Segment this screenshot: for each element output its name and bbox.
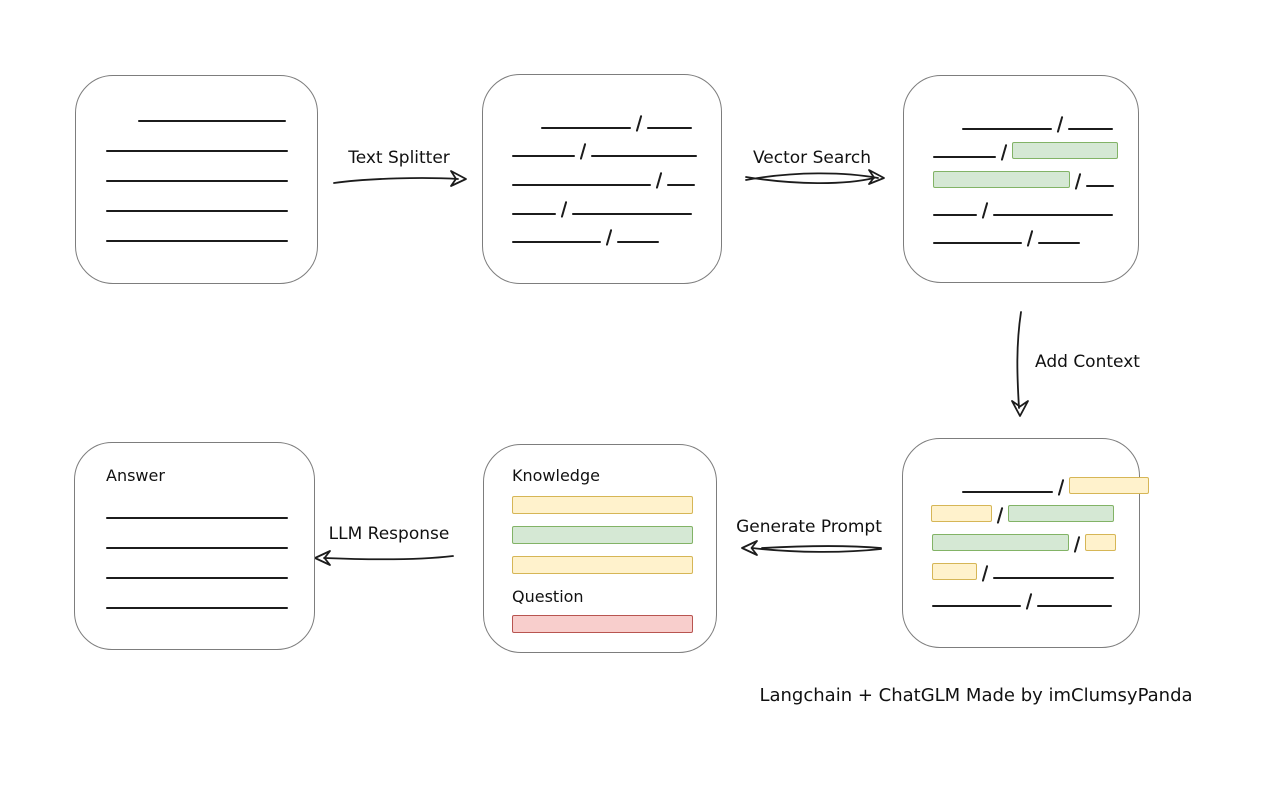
text-line <box>933 213 977 216</box>
text-line <box>106 577 288 579</box>
text-line <box>1038 242 1081 245</box>
text-row <box>483 215 721 247</box>
chunk-lines <box>483 75 721 247</box>
text-line <box>993 213 1114 216</box>
text-line <box>1086 185 1115 188</box>
text-line <box>667 184 696 187</box>
text-line <box>617 241 660 244</box>
context-chunks-box <box>902 438 1150 648</box>
text-line <box>591 155 698 158</box>
text-line <box>138 120 286 122</box>
slash-separator <box>1025 593 1033 611</box>
text-row <box>483 100 721 132</box>
text-line <box>512 155 575 158</box>
text-line <box>512 184 651 187</box>
generate-prompt-label: Generate Prompt <box>736 517 882 537</box>
text-row <box>76 152 317 182</box>
text-line <box>106 547 288 549</box>
text-line <box>933 242 1022 245</box>
llm-response-arrow <box>314 550 454 566</box>
answer-box: Answer <box>74 442 315 650</box>
text-line <box>541 126 631 129</box>
llm-response-label: LLM Response <box>328 524 450 544</box>
text-row <box>904 130 1138 162</box>
text-row <box>75 579 314 609</box>
text-row <box>483 129 721 161</box>
green-chunk <box>933 171 1070 189</box>
matched-chunk-lines <box>904 76 1138 248</box>
text-row <box>903 521 1139 554</box>
text-row <box>76 122 317 152</box>
text-row <box>904 101 1138 133</box>
source-document-box <box>75 75 318 284</box>
text-line <box>1068 127 1114 130</box>
red-chunk-bar <box>512 615 693 633</box>
text-chunks-box <box>482 74 722 284</box>
text-line <box>962 127 1052 130</box>
text-row <box>904 158 1138 191</box>
add-context-arrow <box>1011 311 1029 417</box>
vector-search-arrow <box>745 169 885 185</box>
text-line <box>106 607 288 609</box>
text-row <box>76 182 317 212</box>
yellow-chunk-bar <box>512 556 693 574</box>
green-chunk <box>1012 142 1119 160</box>
text-line <box>572 212 693 215</box>
text-splitter-label: Text Splitter <box>348 148 450 168</box>
text-row <box>903 579 1139 611</box>
prompt-box: Knowledge Question <box>483 444 717 653</box>
context-chunk-lines <box>903 439 1150 611</box>
yellow-chunk <box>1069 476 1150 494</box>
text-line <box>932 605 1021 608</box>
text-line <box>512 241 601 244</box>
matched-chunks-box <box>903 75 1139 283</box>
slash-separator <box>1026 230 1034 248</box>
text-row <box>75 489 314 519</box>
text-splitter-arrow <box>333 170 467 187</box>
knowledge-heading: Knowledge <box>512 466 600 485</box>
text-line <box>106 210 288 212</box>
text-line <box>993 576 1115 579</box>
text-line <box>106 240 288 242</box>
yellow-chunk <box>931 505 992 523</box>
text-row <box>903 493 1139 525</box>
knowledge-bars <box>512 496 716 574</box>
yellow-chunk <box>932 562 977 580</box>
text-row <box>75 549 314 579</box>
text-row <box>76 212 317 242</box>
text-row <box>903 550 1139 582</box>
text-row <box>483 186 721 218</box>
add-context-label: Add Context <box>1035 352 1140 372</box>
slash-separator <box>605 229 613 247</box>
question-heading: Question <box>512 587 584 606</box>
text-row <box>904 187 1138 219</box>
text-line <box>106 180 288 182</box>
text-line <box>647 126 693 129</box>
credit-caption: Langchain + ChatGLM Made by imClumsyPand… <box>759 685 1193 706</box>
text-line <box>106 150 288 152</box>
yellow-chunk-bar <box>512 496 693 514</box>
green-chunk <box>1008 505 1115 523</box>
answer-lines <box>75 485 314 609</box>
text-row <box>483 157 721 190</box>
vector-search-label: Vector Search <box>753 148 871 168</box>
text-row <box>904 216 1138 248</box>
document-lines <box>76 76 317 242</box>
green-chunk <box>932 534 1069 552</box>
text-row <box>76 92 317 122</box>
generate-prompt-arrow <box>741 540 882 556</box>
question-bars <box>512 615 716 633</box>
yellow-chunk <box>1085 534 1117 552</box>
text-line <box>106 517 288 519</box>
answer-heading: Answer <box>106 466 165 485</box>
text-line <box>962 490 1053 493</box>
text-row <box>75 519 314 549</box>
text-line <box>933 156 996 159</box>
green-chunk-bar <box>512 526 693 544</box>
text-line <box>1037 605 1113 608</box>
text-line <box>512 212 556 215</box>
text-row <box>903 464 1150 496</box>
